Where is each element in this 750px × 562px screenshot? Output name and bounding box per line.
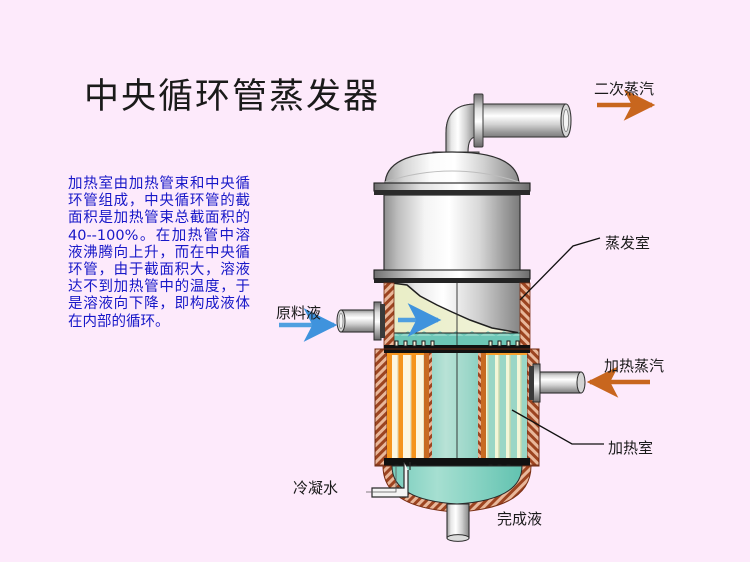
product-outlet-pipe xyxy=(446,503,470,539)
evaporation-cutaway xyxy=(383,282,531,350)
page-title: 中央循环管蒸发器 xyxy=(84,77,381,117)
label-heating-chamber: 加热室 xyxy=(608,439,654,457)
condensate-outlet-pipe xyxy=(366,462,411,498)
heating-steam-nozzle xyxy=(529,363,586,403)
feed-inlet-nozzle xyxy=(336,301,385,341)
leader-lines xyxy=(511,237,604,445)
evaporation-chamber-shell xyxy=(373,194,531,283)
leader-evaporation-chamber xyxy=(519,237,601,301)
label-evaporation-chamber: 蒸发室 xyxy=(605,234,651,252)
bottom-dished-head xyxy=(382,465,532,542)
label-product-liquid: 完成液 xyxy=(497,510,543,528)
label-secondary-steam: 二次蒸汽 xyxy=(594,80,655,98)
label-condensate-water: 冷凝水 xyxy=(293,479,339,497)
description-text: 加热室由加热管束和中央循环管组成，中央循环管的截面积是加热管束总截面积的40--… xyxy=(68,176,250,330)
label-feed-liquid: 原料液 xyxy=(276,304,322,322)
heating-chamber xyxy=(374,340,540,471)
flow-arrows xyxy=(279,89,656,398)
top-dome-head xyxy=(373,151,531,195)
label-heating-steam: 加热蒸汽 xyxy=(604,357,665,375)
leader-heating-chamber xyxy=(511,409,604,445)
